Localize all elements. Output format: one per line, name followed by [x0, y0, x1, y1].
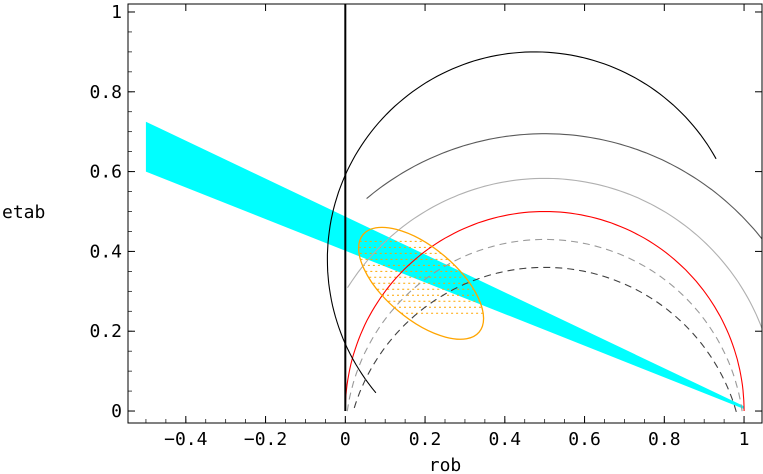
arc-dashed_dark: [352, 266, 737, 413]
x-tick-label: 0.2: [409, 429, 442, 450]
y-tick-label: 0: [111, 401, 122, 422]
y-tick-label: 1: [111, 2, 122, 23]
x-tick-label: 1: [739, 429, 750, 450]
x-tick-label: −0.4: [164, 429, 207, 450]
x-tick-label: 0.4: [489, 429, 522, 450]
y-tick-label: 0.8: [89, 82, 122, 103]
y-axis-title: etab: [2, 202, 45, 223]
x-tick-label: −0.2: [244, 429, 287, 450]
x-tick-label: 0: [340, 429, 351, 450]
arc-mid: [366, 133, 762, 240]
x-axis-title: rob: [429, 455, 462, 474]
cyan-band: [145, 121, 745, 409]
arc-light: [347, 177, 762, 331]
arc-dark: [326, 51, 717, 394]
y-tick-label: 0.4: [89, 241, 122, 262]
axis-ticks: −0.4 −0.2 0 0.2 0.4 0.6 0.8 1 0 0.2 0.4 0.6 0.8 1: [89, 2, 762, 450]
y-tick-label: 0.6: [89, 162, 122, 183]
y-tick-label: 0.2: [89, 321, 122, 342]
plot-area: [145, 4, 762, 413]
x-tick-label: 0.8: [648, 429, 681, 450]
arc-red: [344, 210, 745, 412]
x-tick-label: 0.6: [568, 429, 601, 450]
orange-ellipse: [357, 226, 485, 340]
